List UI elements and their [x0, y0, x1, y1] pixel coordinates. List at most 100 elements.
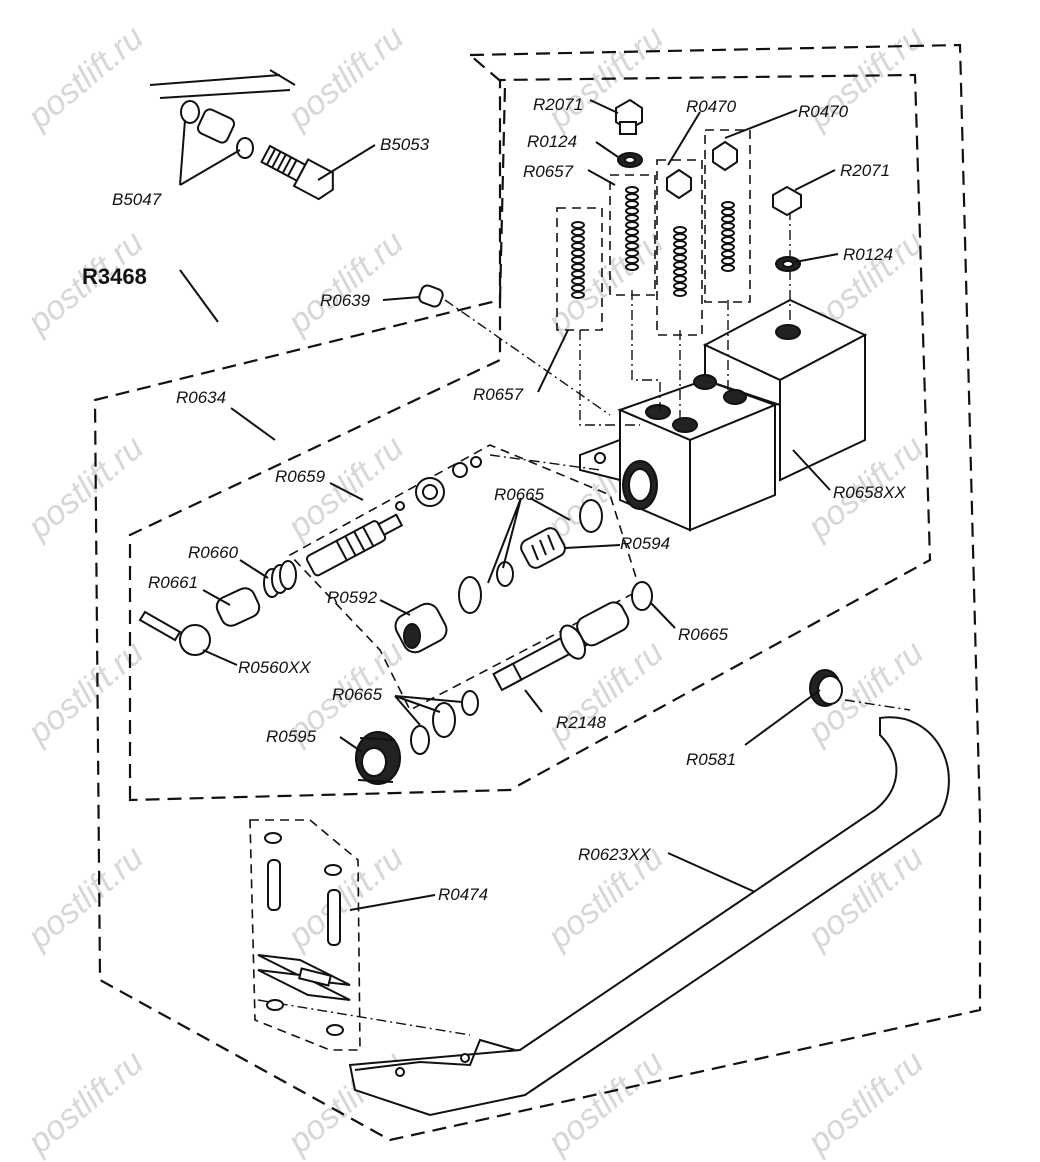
spring-coil	[673, 289, 687, 297]
knob-r0595	[355, 731, 401, 785]
spring-coil	[571, 242, 585, 250]
label-r0665-c: R0665	[332, 685, 383, 704]
label-r0660: R0660	[188, 543, 239, 562]
spring-coil	[625, 207, 639, 215]
seat-r0592	[394, 602, 448, 654]
spring-coil	[571, 228, 585, 236]
spool-r0659	[305, 456, 482, 577]
insert-r0594	[520, 527, 566, 569]
spring-coil	[721, 215, 735, 223]
kit-r0474-box	[249, 819, 361, 1051]
watermark-text: postlift.ru	[280, 838, 411, 956]
handlebar-r0623xx	[348, 716, 950, 1117]
label-r0124-a: R0124	[527, 132, 577, 151]
label-r0470-b: R0470	[798, 102, 849, 121]
spring-coil	[625, 186, 639, 194]
label-r3468: R3468	[82, 264, 147, 289]
label-r2148: R2148	[556, 713, 607, 732]
label-r0595: R0595	[266, 727, 317, 746]
label-r0658xx: R0658XX	[833, 483, 906, 502]
spring-r0660	[263, 560, 297, 598]
watermark-text: postlift.ru	[20, 18, 151, 136]
spring-coil	[571, 270, 585, 278]
spring-coil	[625, 242, 639, 250]
pins-r0474	[257, 832, 351, 1036]
spring-coil	[673, 247, 687, 255]
spring-coil	[721, 243, 735, 251]
spring-coil	[673, 254, 687, 262]
spring-coil	[673, 240, 687, 248]
valve-body-r0658xx	[579, 298, 868, 532]
watermark-text: postlift.ru	[20, 1043, 151, 1161]
spring-coil	[673, 275, 687, 283]
watermark-text: postlift.ru	[20, 428, 151, 546]
assembly-boundary	[93, 43, 982, 1142]
spring-coil	[673, 261, 687, 269]
cap-r0581	[809, 669, 843, 707]
label-r0470-a: R0470	[686, 97, 737, 116]
spring-coil	[625, 214, 639, 222]
watermark-text: postlift.ru	[800, 1043, 931, 1161]
spring-coil	[625, 249, 639, 257]
spring-coil	[571, 221, 585, 229]
spring-coil	[673, 233, 687, 241]
spring-coil	[721, 264, 735, 272]
label-r0592: R0592	[327, 588, 378, 607]
spring-coil	[721, 201, 735, 209]
spring-coil	[721, 208, 735, 216]
spring-coil	[721, 229, 735, 237]
spring-coil	[571, 291, 585, 299]
spring-coil	[571, 277, 585, 285]
label-r2071-a: R2071	[533, 95, 583, 114]
spring-coil	[721, 250, 735, 258]
label-r0560xx: R0560XX	[238, 658, 311, 677]
watermark-text: postlift.ru	[540, 223, 671, 341]
spring-coil	[673, 268, 687, 276]
label-r2071-b: R2071	[840, 161, 890, 180]
spring-coil	[625, 263, 639, 271]
label-r0659: R0659	[275, 467, 326, 486]
shaft-r2148	[492, 601, 630, 692]
leader-lines	[179, 99, 839, 911]
label-b5053: B5053	[380, 135, 430, 154]
spring-coil	[721, 222, 735, 230]
label-r0657-a: R0657	[523, 162, 574, 181]
spring-coil	[625, 256, 639, 264]
orings-r0665	[410, 499, 653, 755]
spring-coil	[721, 236, 735, 244]
spring-coil	[625, 193, 639, 201]
spring-coil	[673, 282, 687, 290]
caps-r2071-r0124	[615, 98, 802, 272]
plug-r0639	[418, 284, 444, 308]
label-r0623xx: R0623XX	[578, 845, 651, 864]
label-r0665-a: R0665	[494, 485, 545, 504]
spring-coil	[571, 235, 585, 243]
spring-coil	[625, 221, 639, 229]
label-r0474: R0474	[438, 885, 488, 904]
label-r0657-b: R0657	[473, 385, 524, 404]
watermark-text: postlift.ru	[20, 633, 151, 751]
watermark-text: postlift.ru	[280, 18, 411, 136]
spring-coil	[625, 228, 639, 236]
spring-coil	[571, 249, 585, 257]
spring-coil	[673, 226, 687, 234]
label-r0594: R0594	[620, 534, 670, 553]
spring-coil	[625, 200, 639, 208]
label-r0124-b: R0124	[843, 245, 893, 264]
watermark-text: postlift.ru	[20, 838, 151, 956]
label-r0665-b: R0665	[678, 625, 729, 644]
spring-coil	[571, 256, 585, 264]
spring-coil	[571, 284, 585, 292]
label-r0639: R0639	[320, 291, 371, 310]
fitting-b5053	[149, 69, 334, 201]
watermark-text: postlift.ru	[280, 223, 411, 341]
handle-r0560xx	[138, 610, 211, 656]
label-r0581: R0581	[686, 750, 736, 769]
kit-boundary-r0634	[128, 73, 932, 802]
label-b5047: B5047	[112, 190, 162, 209]
label-r0661: R0661	[148, 573, 198, 592]
cartridge-group	[556, 129, 751, 336]
spring-coil	[625, 235, 639, 243]
label-r0634: R0634	[176, 388, 226, 407]
